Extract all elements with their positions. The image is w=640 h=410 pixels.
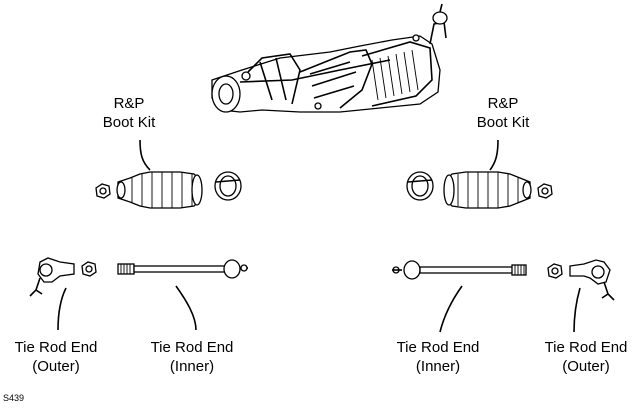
- tie-rod-end-outer-left: [29, 257, 97, 331]
- boot-kit-right: [406, 139, 553, 209]
- label-line: Tie Rod End: [14, 339, 98, 356]
- label-tie-rod-inner-left: Tie Rod End (Inner): [140, 338, 244, 376]
- leader-boot-kit-right: [489, 139, 499, 171]
- hex-nut-right-boot: [537, 183, 553, 199]
- leader-boot-kit-left: [139, 139, 151, 171]
- leader-tie-rod-inner-right: [439, 285, 463, 333]
- leader-tie-rod-outer-right: [573, 287, 581, 333]
- steering-rack-assembly: [211, 3, 448, 113]
- tie-rod-end-inner-left: [117, 259, 248, 331]
- label-line: (Outer): [562, 358, 610, 375]
- leader-tie-rod-inner-left: [175, 285, 197, 331]
- tie-rod-end-outer-right: [547, 259, 615, 333]
- boot-left: [116, 171, 203, 209]
- clamp-right: [406, 171, 434, 201]
- figure-code: S439: [3, 393, 25, 403]
- hex-nut-outer-left: [81, 261, 97, 277]
- leader-tie-rod-outer-left: [57, 287, 67, 331]
- label-line: Boot Kit: [476, 114, 530, 131]
- label-line: (Inner): [415, 358, 461, 375]
- label-line: R&P: [113, 95, 145, 112]
- label-line: (Inner): [169, 358, 215, 375]
- tie-rod-end-inner-right: [392, 260, 527, 333]
- label-tie-rod-inner-right: Tie Rod End (Inner): [386, 338, 490, 376]
- boot-right: [443, 171, 532, 209]
- label-line: (Outer): [32, 358, 80, 375]
- hex-nut-outer-right: [547, 263, 563, 279]
- label-boot-kit-left: R&P Boot Kit: [90, 94, 168, 132]
- clamp-left: [214, 171, 242, 201]
- label-line: Boot Kit: [102, 114, 156, 131]
- label-boot-kit-right: R&P Boot Kit: [464, 94, 542, 132]
- boot-kit-left: [95, 139, 242, 209]
- label-line: Tie Rod End: [544, 339, 628, 356]
- label-tie-rod-outer-left: Tie Rod End (Outer): [4, 338, 108, 376]
- hex-nut-left-boot: [95, 183, 111, 199]
- label-tie-rod-outer-right: Tie Rod End (Outer): [534, 338, 638, 376]
- label-line: Tie Rod End: [396, 339, 480, 356]
- label-line: Tie Rod End: [150, 339, 234, 356]
- label-line: R&P: [487, 95, 519, 112]
